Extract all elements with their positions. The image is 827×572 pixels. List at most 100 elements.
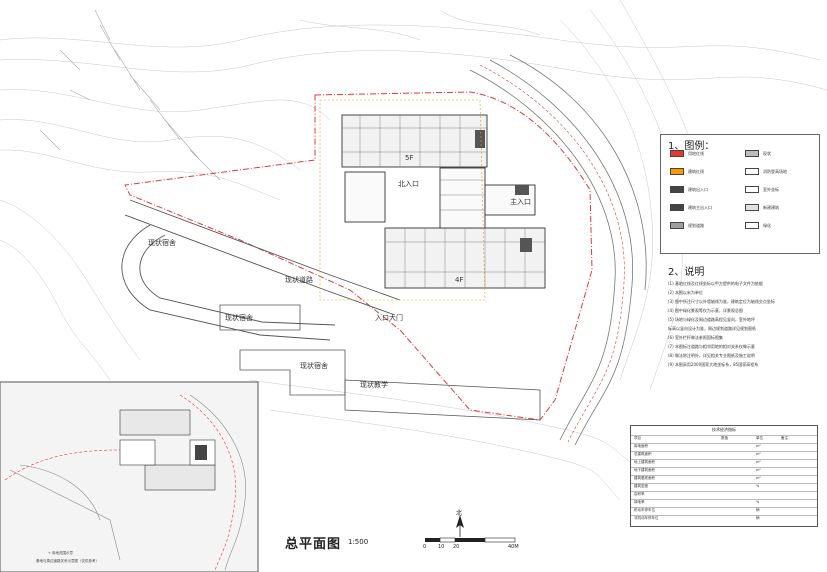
table-cell: % (756, 484, 760, 488)
scale-bar (425, 537, 516, 543)
notes-title: 2、说明 (668, 267, 705, 278)
legend-swatch (745, 186, 759, 193)
table-row: 地上建筑面积 m² (631, 459, 817, 465)
table-cell: 容积率 (634, 492, 645, 496)
label-entrance-north: 北入口 (398, 180, 419, 188)
existing-buildings (219, 304, 541, 421)
north-label: 北 (456, 510, 463, 517)
legend-item-label: 新建建筑 (763, 205, 779, 210)
table-cell: 绿地率 (634, 500, 645, 504)
note-line: (2) 本图以米为单位 (668, 290, 703, 295)
table-cell: 单位 (756, 436, 763, 440)
legend-item-label: 规划道路 (688, 223, 704, 228)
table-cell: 项目 (634, 436, 641, 440)
contour-lines (0, 0, 827, 501)
table-row: 非机动车停车位 辆 (631, 515, 817, 521)
table-row: 建筑密度% (631, 483, 817, 489)
curved-road-east (469, 54, 647, 446)
north-arrow (456, 515, 464, 537)
building-detail-lines (342, 115, 545, 288)
note-line: (4) 图中绿化景观等仅为示意，详景观总图 (668, 308, 743, 313)
label-entrance-south: 入口大门 (375, 313, 403, 322)
plan-scale: 1:500 (348, 538, 369, 546)
table-cell: 辆 (756, 508, 760, 512)
legend-panel (660, 134, 820, 254)
inset-caption-secondary: 基地与周边道路关系示意图（仅供参考） (36, 559, 99, 563)
legend-item-label: 消防登高场地 (763, 169, 787, 174)
table-row: 机动车停车位 辆 (631, 507, 817, 513)
table-cell: % (756, 500, 760, 504)
table-cell: 建筑基底面积 (634, 476, 655, 480)
table-row: 用地面积 m² (631, 443, 817, 449)
table-cell: 非机动车停车位 (634, 516, 659, 520)
table-cell: 备注 (781, 436, 788, 440)
label-existing-building-3: 现状宿舍 (300, 361, 328, 370)
vegetation-hatch (39, 9, 221, 181)
scale-bar-label: 0 (423, 544, 427, 550)
legend-item-label: 建筑出入口 (688, 187, 708, 192)
table-cell: 建筑密度 (634, 484, 648, 488)
note-line: (5) 场地与绿化及周边道路高程见竖向，室外地坪 (668, 317, 755, 322)
legend-swatch (745, 222, 759, 229)
legend-item-label: 建筑红线 (688, 169, 704, 174)
legend-swatch (670, 222, 684, 229)
label-existing-building-1: 现状宿舍 (148, 238, 176, 247)
scale-bar-label: 20 (453, 544, 460, 550)
inset-caption: + 用地范围示意 (48, 551, 74, 555)
note-line: (6) 室外栏杆做法参照国标图集 (668, 335, 723, 340)
table-cell: 用地面积 (634, 444, 648, 448)
legend-swatch (745, 168, 759, 175)
road-centerline (479, 64, 625, 443)
plan-title: 总平面图 (285, 537, 342, 552)
table-row: 建筑基底面积 m² (631, 475, 817, 481)
legend-item-label: 绿化 (763, 223, 771, 228)
table-cell: m² (756, 468, 761, 472)
label-existing-building-2: 现状宿舍 (225, 313, 253, 322)
legend-swatch (745, 204, 759, 211)
label-road: 现状道路 (285, 275, 313, 284)
note-line: (3) 图中所注尺寸以外墙轴线为准，建筑定位为轴线交点坐标 (668, 299, 775, 304)
table-cell: 机动车停车位 (634, 508, 655, 512)
legend-item-label: 室外坐标 (763, 187, 779, 192)
table-row: 总建筑面积 m² (631, 451, 817, 457)
road-west (121, 199, 401, 341)
property-red-line (124, 91, 593, 421)
table-row: 容积率 (631, 491, 817, 497)
table-row: 绿地率% (631, 499, 817, 505)
label-block-1: 5F (405, 154, 413, 162)
legend-swatch (670, 186, 684, 193)
table-cell: m² (756, 476, 761, 480)
legend-swatch (670, 150, 684, 157)
legend-item-label: 现状 (763, 151, 771, 156)
table-cell: 总建筑面积 (634, 452, 652, 456)
table-header-row: 项目 数值 单位 备注 (631, 435, 817, 441)
inset-map-shapes (0, 381, 259, 572)
note-line: (8) 做法除注明外，详见相关专业图纸及施工说明 (668, 353, 755, 358)
table-cell: 地上建筑面积 (634, 460, 655, 464)
table-row: 地下建筑面积 m² (631, 467, 817, 473)
tech-table-title: 技术经济指标 (712, 427, 736, 432)
table-cell: 辆 (756, 516, 760, 520)
legend-swatch (670, 204, 684, 211)
label-existing-building-4: 现状教学 (360, 380, 388, 389)
legend-title: 1、图例： (668, 141, 715, 152)
table-cell: m² (756, 460, 761, 464)
legend-item-label: 建筑主出入口 (688, 205, 712, 210)
scale-bar-label: 40M (508, 544, 519, 550)
table-cell: 数值 (721, 436, 728, 440)
table-cell: m² (756, 444, 761, 448)
table-cell: 地下建筑面积 (634, 468, 655, 472)
legend-swatch (745, 150, 759, 157)
note-line: (9) 本图采用2000国家大地坐标系，85国家高程系 (668, 362, 759, 367)
table-cell: m² (756, 452, 761, 456)
legend-item-label: 用地红线 (688, 151, 704, 156)
legend-swatch (670, 168, 684, 175)
note-line: (1) 基地红线及红线坐标以甲方提供的电子文件为依据 (668, 281, 763, 286)
label-block-2: 4F (455, 276, 463, 284)
note-line: (7) 本图标注道路与相邻用地的相对关系仅做示意 (668, 344, 755, 349)
scale-bar-label: 10 (438, 544, 445, 550)
note-line: 标高以竖向设计为准，周边规划道路详见规划图纸 (668, 326, 756, 331)
label-entrance-main: 主入口 (510, 197, 531, 206)
